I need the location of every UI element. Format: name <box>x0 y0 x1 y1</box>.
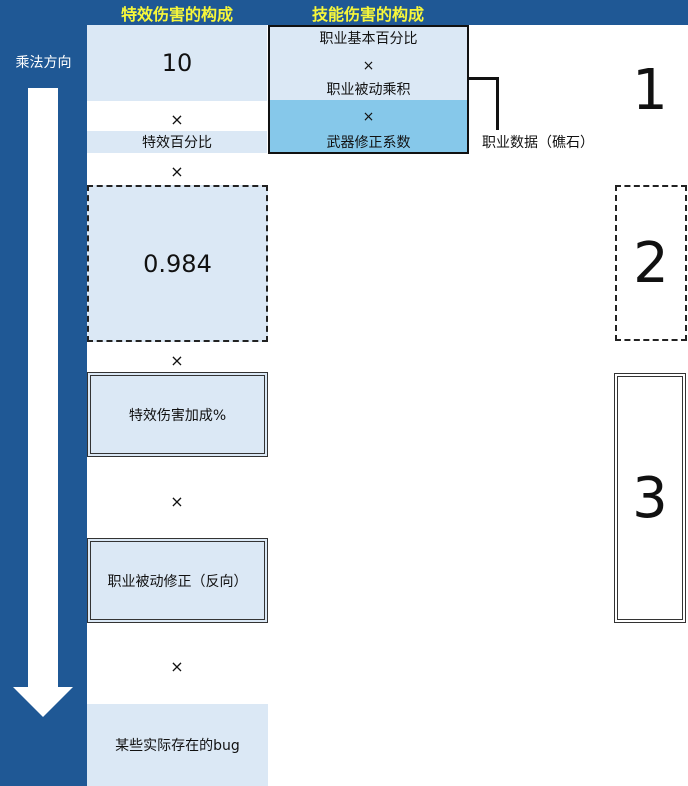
actual-bugs-box: 某些实际存在的bug <box>87 704 268 786</box>
multiply-sign: × <box>170 109 184 129</box>
job-base-percent-label: 职业基本百分比 <box>319 31 418 47</box>
multiply-sign: × <box>170 491 184 511</box>
value-10-box: 10 <box>87 25 267 101</box>
section-number-3: 3 <box>614 373 686 623</box>
job-passive-reverse-box: 职业被动修正（反向） <box>87 538 268 623</box>
skill-composition-box: 职业基本百分比 × 职业被动乘积 × 武器修正系数 <box>268 25 469 154</box>
skill-damage-header: 技能伤害的构成 <box>311 4 424 24</box>
bracket-connector-vertical <box>496 77 499 130</box>
special-bonus-box: 特效伤害加成% <box>87 372 268 457</box>
multiplication-direction-label: 乘法方向 <box>15 55 72 71</box>
multiply-sign: × <box>170 350 184 370</box>
top-header-bar <box>0 0 688 25</box>
multiply-sign: × <box>170 161 184 181</box>
bracket-connector <box>469 77 499 80</box>
down-arrow-shaft <box>28 88 58 688</box>
multiply-sign: × <box>362 109 375 125</box>
multiply-sign: × <box>170 656 184 676</box>
special-damage-header: 特效伤害的构成 <box>120 4 233 24</box>
weapon-coefficient-highlight <box>270 100 467 152</box>
special-percent-label: 特效百分比 <box>87 131 267 153</box>
weapon-coefficient-label: 武器修正系数 <box>326 135 411 151</box>
section-number-1: 1 <box>632 57 668 123</box>
job-data-label: 职业数据（礁石） <box>482 135 594 151</box>
multiply-sign: × <box>362 58 375 74</box>
section-number-2: 2 <box>615 185 687 341</box>
job-passive-product-label: 职业被动乘积 <box>326 82 411 98</box>
value-0984-box: 0.984 <box>87 185 268 342</box>
down-arrow-icon <box>13 687 73 717</box>
